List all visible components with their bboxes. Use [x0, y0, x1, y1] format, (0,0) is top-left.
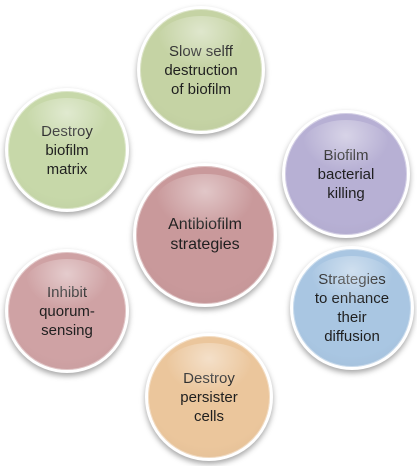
node-enhance-diffusion: Strategies to enhance their diffusion [290, 246, 414, 370]
center-label: Antibiofilm strategies [168, 216, 242, 253]
node-biofilm-bacterial-killing: Biofilm bacterial killing [282, 110, 410, 238]
node-destroy-persister-cells: Destroy persister cells [145, 333, 273, 461]
node-label: Inhibit quorum- sensing [39, 283, 95, 339]
node-inhibit-quorum-sensing: Inhibit quorum- sensing [5, 249, 129, 373]
node-label: Destroy biofilm matrix [41, 122, 93, 178]
node-center-antibiofilm-strategies: Antibiofilm strategies [133, 163, 277, 307]
node-destroy-biofilm-matrix: Destroy biofilm matrix [5, 88, 129, 212]
node-slow-self-destruction: Slow selff destruction of biofilm [137, 6, 265, 134]
node-label: Strategies to enhance their diffusion [314, 271, 390, 345]
node-label: Biofilm bacterial killing [317, 146, 375, 202]
node-label: Destroy persister cells [180, 369, 238, 425]
node-label: Slow selff destruction of biofilm [164, 42, 238, 98]
